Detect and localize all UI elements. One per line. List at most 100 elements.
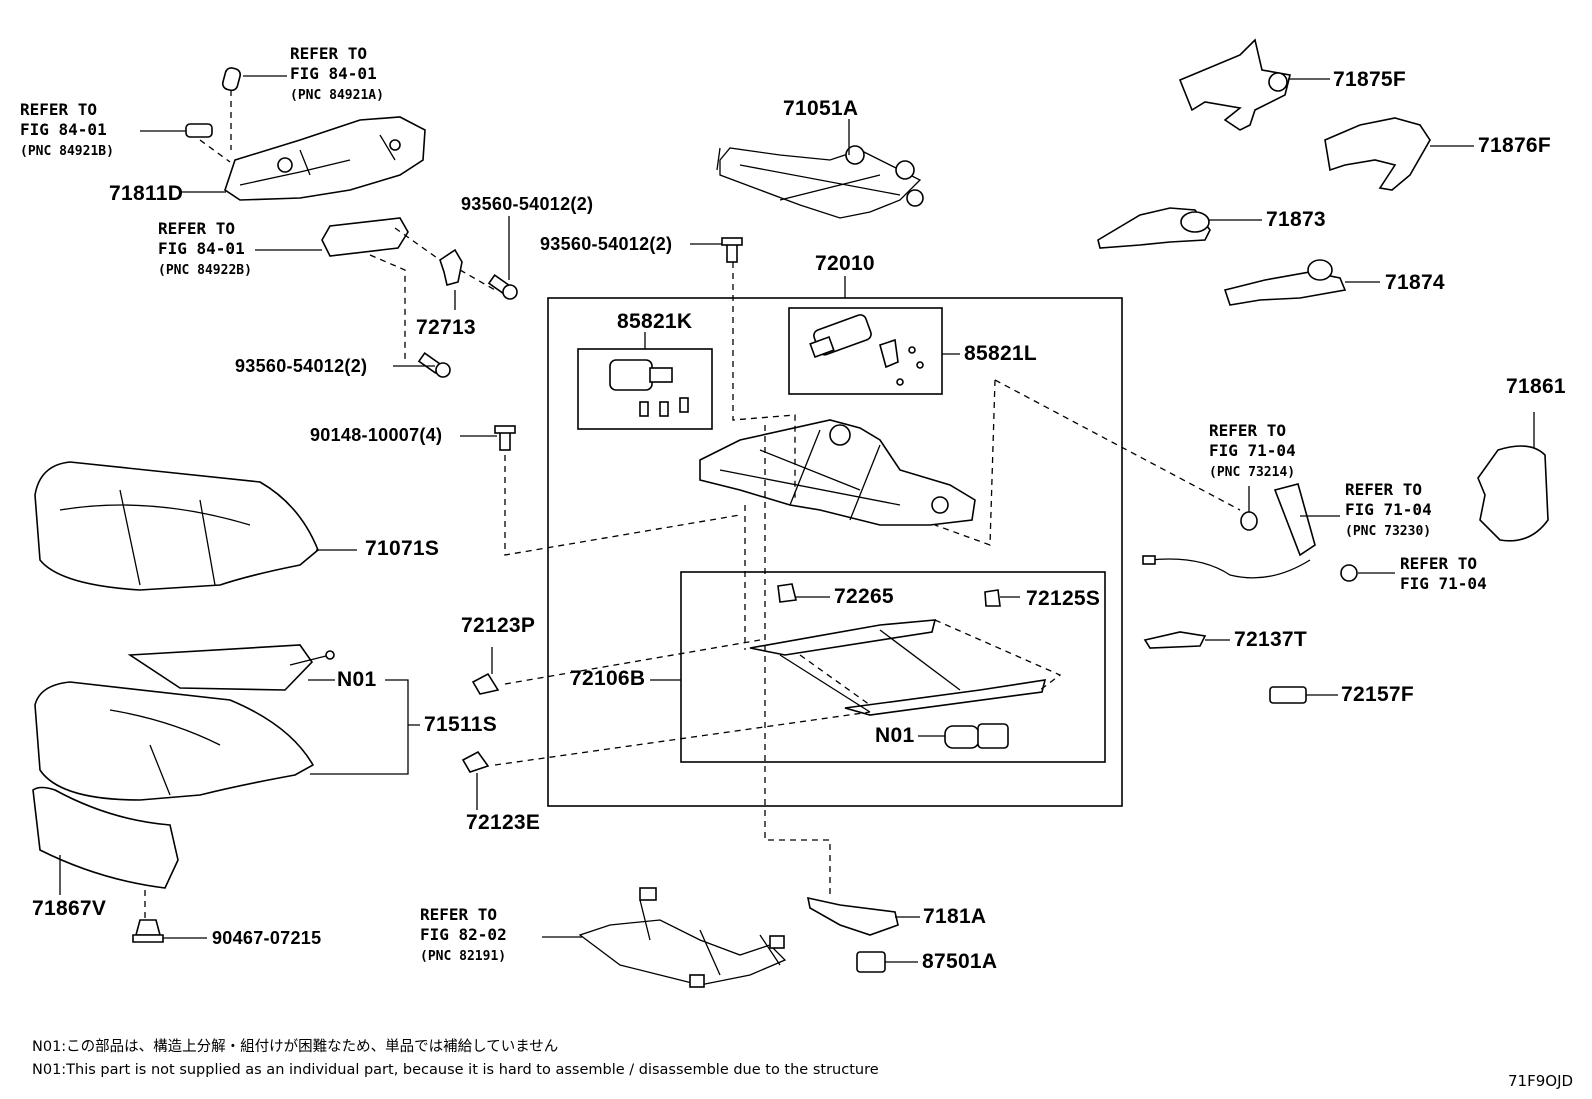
label-N01-motor: N01 (875, 724, 915, 747)
refer-line2: FIG 71-04 (1400, 574, 1487, 593)
label-90148-10007: 90148-10007(4) (310, 425, 443, 445)
label-N01-heater: N01 (337, 668, 377, 691)
bracket-part-72125S (984, 589, 1001, 607)
label-72123P: 72123P (461, 614, 536, 637)
figure-id: 71F9OJD (1508, 1072, 1574, 1090)
bracket-part-71874 (1223, 259, 1347, 306)
connector-part-87501A (856, 951, 886, 973)
label-72713: 72713 (416, 316, 476, 339)
bolt-part-a (487, 274, 518, 300)
seat-adjuster-frame-part (699, 419, 976, 526)
refer-pnc: (PNC 73230) (1345, 524, 1432, 539)
motor-box-85821L (788, 307, 943, 395)
buckle-part-73230 (1142, 483, 1316, 579)
refer-line2: FIG 84-01 (290, 64, 377, 83)
label-71873: 71873 (1266, 208, 1326, 231)
label-93560-54012-a: 93560-54012(2) (461, 194, 594, 214)
front-trim-part (32, 786, 179, 889)
label-71867V: 71867V (32, 897, 107, 920)
bracket-part-72123E (461, 750, 490, 773)
refer-line2: FIG 71-04 (1345, 500, 1432, 519)
label-71861: 71861 (1506, 375, 1566, 398)
bracket-part-71873 (1097, 207, 1211, 249)
cover-part-72157F (1269, 686, 1307, 704)
cushion-pad-part (34, 681, 315, 801)
refer-to-84921A: REFER TO FIG 84-01 (PNC 84921A) (290, 44, 384, 106)
assembly-box-72010 (547, 297, 1123, 807)
side-cover-part-71861 (1477, 445, 1549, 542)
seat-track-part (749, 619, 1047, 716)
heater-mat-part (127, 644, 335, 691)
refer-line1: REFER TO (1400, 554, 1478, 573)
label-71874: 71874 (1385, 271, 1445, 294)
label-72125S: 72125S (1026, 587, 1101, 610)
refer-to-82191: REFER TO FIG 82-02 (PNC 82191) (420, 905, 507, 967)
cushion-cover-part (34, 461, 319, 591)
motor-part-85821L (809, 314, 924, 386)
refer-line1: REFER TO (420, 905, 498, 924)
nut-part-71-04 (1340, 564, 1358, 582)
refer-line1: REFER TO (158, 219, 236, 238)
switch-part (321, 217, 409, 257)
washer-part-73214 (1240, 511, 1258, 531)
refer-line1: REFER TO (20, 100, 98, 119)
label-71876F: 71876F (1478, 134, 1552, 157)
knob-part-84921A (221, 67, 242, 92)
bracket-part-72713 (439, 248, 463, 286)
refer-pnc: (PNC 73214) (1209, 465, 1296, 480)
refer-line2: FIG 82-02 (420, 925, 507, 944)
refer-to-71-04: REFER TO FIG 71-04 (1400, 554, 1487, 594)
footnote-jp: N01:この部品は、構造上分解・組付けが困難なため、単品では補給していません (32, 1039, 559, 1055)
bolt-part-d (494, 425, 516, 451)
label-72265: 72265 (834, 585, 894, 608)
bracket-part-71876F (1324, 117, 1431, 191)
refer-to-84921B: REFER TO FIG 84-01 (PNC 84921B) (20, 100, 114, 162)
label-7181A: 7181A (923, 905, 987, 928)
rail-box-72106B (680, 571, 1106, 763)
refer-line2: FIG 84-01 (20, 120, 107, 139)
wire-harness-part-82191 (578, 887, 787, 988)
refer-line2: FIG 71-04 (1209, 441, 1296, 460)
refer-pnc: (PNC 84922B) (158, 263, 252, 278)
label-71875F: 71875F (1333, 68, 1407, 91)
refer-line1: REFER TO (290, 44, 368, 63)
refer-pnc: (PNC 82191) (420, 949, 507, 964)
label-71511S: 71511S (424, 713, 498, 736)
label-85821K: 85821K (617, 310, 693, 333)
label-72123E: 72123E (466, 811, 541, 834)
refer-pnc: (PNC 84921B) (20, 144, 114, 159)
label-72157F: 72157F (1341, 683, 1415, 706)
label-93560-54012-b: 93560-54012(2) (540, 234, 673, 254)
label-71071S: 71071S (365, 537, 440, 560)
bracket-part-7181A (806, 896, 899, 936)
label-71051A: 71051A (783, 97, 859, 120)
label-93560-54012-c: 93560-54012(2) (235, 356, 368, 376)
seat-frame-wire-part (716, 145, 924, 219)
motor-part-85821K (609, 359, 689, 417)
leader-lines (59, 75, 1535, 963)
refer-pnc: (PNC 84921A) (290, 88, 384, 103)
clip-part-90467 (132, 919, 164, 943)
refer-to-84922B: REFER TO FIG 84-01 (PNC 84922B) (158, 219, 252, 281)
knob-part-84921B (185, 123, 213, 138)
label-87501A: 87501A (922, 950, 998, 973)
track-motor-part-N01 (944, 723, 1009, 749)
seat-shield-part (224, 116, 426, 201)
label-72106B: 72106B (570, 667, 646, 690)
label-72010: 72010 (815, 252, 875, 275)
footnote-en: N01:This part is not supplied as an indi… (32, 1062, 879, 1078)
cover-part-72137T (1143, 631, 1207, 649)
bracket-part-72265 (777, 583, 797, 603)
refer-line1: REFER TO (1345, 480, 1423, 499)
bracket-part-72123P (471, 672, 500, 695)
refer-to-73214: REFER TO FIG 71-04 (PNC 73214) (1209, 421, 1296, 483)
label-85821L: 85821L (964, 342, 1038, 365)
refer-line2: FIG 84-01 (158, 239, 245, 258)
label-72137T: 72137T (1234, 628, 1308, 651)
label-90467-07215: 90467-07215 (212, 928, 322, 948)
refer-to-73230: REFER TO FIG 71-04 (PNC 73230) (1345, 480, 1432, 542)
bracket-part-71875F (1178, 38, 1291, 131)
assembly-dashed-lines (144, 90, 1241, 918)
bolt-part-c (721, 237, 743, 263)
